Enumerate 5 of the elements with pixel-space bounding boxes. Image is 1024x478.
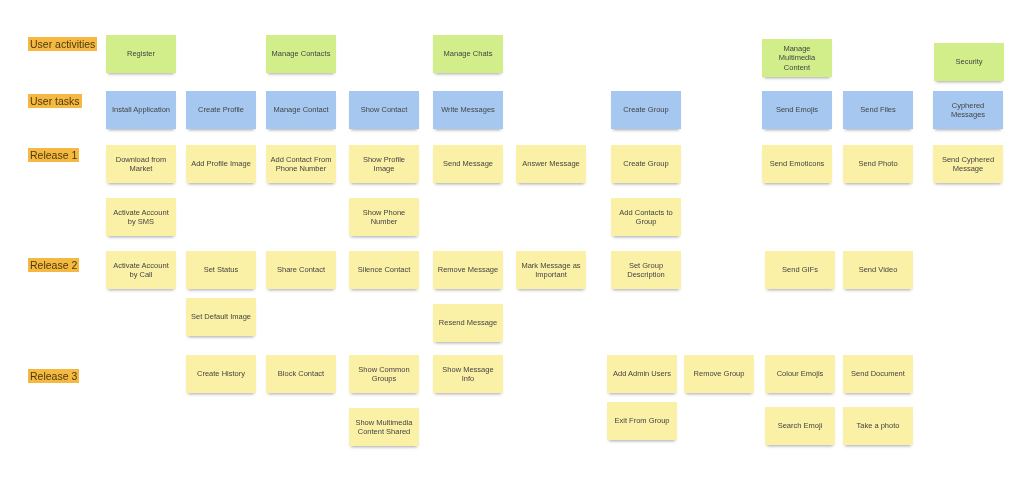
- row-heading: Release 3: [28, 369, 80, 383]
- row-heading: Release 2: [28, 258, 80, 272]
- row-heading: Release 1: [28, 148, 80, 162]
- row-heading: User tasks: [28, 94, 82, 108]
- row-heading: User activities: [28, 37, 98, 51]
